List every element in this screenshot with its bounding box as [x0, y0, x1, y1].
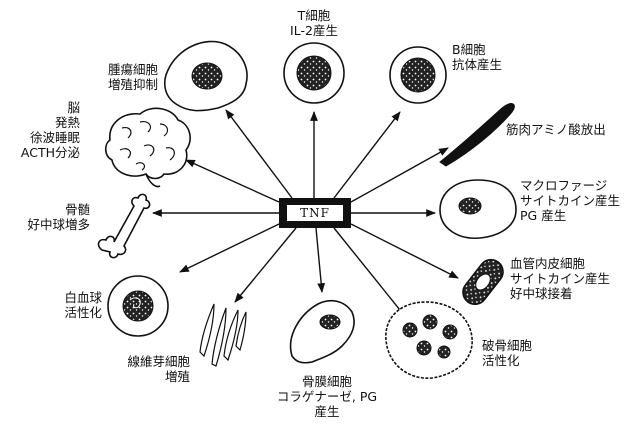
lymphocyte-icon [283, 42, 345, 104]
label-leukocyte: 白血球 活性化 [64, 290, 102, 320]
arrow-osteoclast [333, 227, 409, 321]
osteoclast-icon [385, 301, 473, 379]
label-fibroblast: 線維芽細胞 増殖 [127, 354, 190, 384]
label-muscle: 筋肉アミノ酸放出 [506, 122, 606, 137]
label-b-cell: B細胞 抗体産生 [452, 42, 503, 72]
arrow-brain [185, 159, 280, 203]
arrow-muscle [350, 147, 449, 203]
brain-icon [104, 107, 191, 188]
periosteal-cell-icon [289, 299, 355, 364]
arrows [152, 109, 459, 321]
tnf-center-box: TNF [279, 198, 351, 228]
leukocyte-icon [107, 275, 169, 337]
label-t-cell: T細胞 IL-2産生 [290, 8, 338, 38]
label-tumor: 腫瘍細胞 増殖抑制 [107, 62, 158, 92]
label-brain: 脳 発熱 徐波睡眠 ACTH分泌 [20, 100, 80, 160]
label-macrophage: マクロファージ サイトカイン産生 PG 産生 [520, 178, 621, 223]
bone-icon [97, 193, 151, 259]
label-bone-marrow: 骨髄 好中球増多 [27, 202, 90, 232]
muscle-fiber-icon [439, 103, 515, 167]
arrow-fibroblast [234, 227, 297, 303]
arrow-periosteum [315, 227, 326, 293]
arrow-endothelium [350, 223, 459, 279]
macrophage-icon [439, 179, 517, 239]
label-periosteum: 骨膜細胞 コラゲナーゼ, PG 産生 [276, 374, 378, 419]
label-osteoclast: 破骨細胞 活性化 [482, 338, 533, 368]
arrow-tumor [225, 109, 293, 199]
lymphocyte-icon [389, 46, 447, 104]
fibroblast-icon [199, 303, 247, 367]
endothelial-cell-icon [462, 258, 504, 306]
tumor-cell-icon [163, 40, 248, 112]
tnf-label: TNF [286, 204, 344, 222]
arrow-b-cell [333, 111, 401, 199]
label-endothelium: 血管内皮細胞 サイトカイン産生 好中球接着 [510, 256, 611, 301]
arrow-leukocyte [179, 223, 280, 273]
